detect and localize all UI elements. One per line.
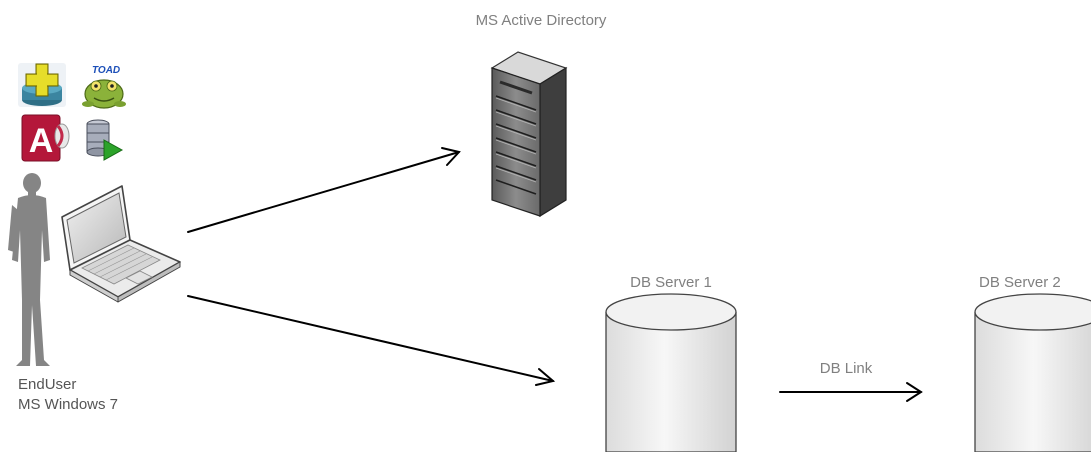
toad-icon: TOAD xyxy=(82,65,126,109)
svg-text:A: A xyxy=(29,122,54,160)
database-run-icon xyxy=(86,119,124,161)
app-icons: TOAD A xyxy=(18,63,126,162)
db-link-label: DB Link xyxy=(820,360,873,377)
db-server-2-label: DB Server 2 xyxy=(979,274,1061,291)
db-server-2-cylinder xyxy=(974,293,1091,452)
server-tower-icon xyxy=(490,51,568,218)
user-silhouette-icon xyxy=(8,173,50,366)
laptop-icon xyxy=(61,185,181,303)
sql-plus-icon xyxy=(18,63,66,107)
active-directory-label: MS Active Directory xyxy=(476,12,607,29)
ms-access-icon: A xyxy=(21,114,70,162)
db-server-1-label: DB Server 1 xyxy=(630,274,712,291)
arrow-to-db-server-1 xyxy=(187,295,556,386)
end-user-label: EndUser xyxy=(18,376,76,393)
toad-logo-text: TOAD xyxy=(92,65,120,76)
arrow-to-active-directory xyxy=(187,147,461,233)
db-server-1-cylinder xyxy=(605,293,737,452)
os-label: MS Windows 7 xyxy=(18,396,118,413)
arrow-db-link xyxy=(779,382,923,402)
